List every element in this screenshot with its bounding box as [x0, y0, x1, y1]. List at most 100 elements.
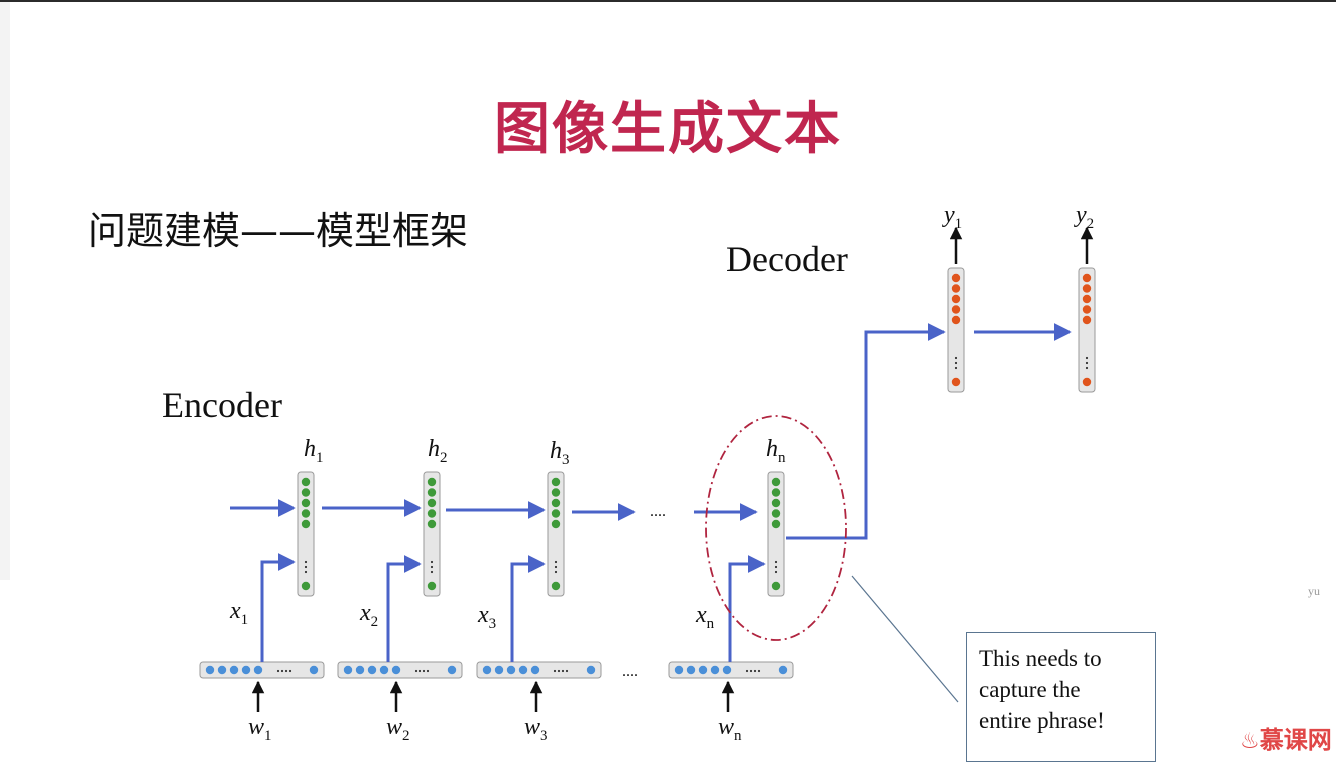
word-embedding-1-node [205, 665, 215, 675]
h2-label: h2 [428, 436, 448, 466]
encoder-hidden-state-3-node [551, 509, 561, 518]
encoder-label: Encoder [162, 385, 282, 425]
xn-label: xn [696, 602, 715, 632]
word-embedding-1-node [217, 665, 227, 675]
encoder-hidden-state-1-node [301, 477, 311, 487]
encoder-hidden-state-2-node [427, 488, 437, 497]
decoder-label: Decoder [726, 239, 848, 279]
encoder-hidden-state-4-node [771, 488, 781, 497]
hn-label: hn [766, 436, 786, 466]
word-embedding-1-ellipsis [288, 669, 292, 673]
word-embedding-1-node [309, 665, 319, 675]
word-embedding-4-node [722, 665, 732, 675]
slide-title: 图像生成文本 [494, 97, 842, 162]
top-border [0, 0, 1336, 2]
h3-label: h3 [550, 438, 570, 468]
x3-label: x3 [478, 602, 497, 632]
decoder-state-2-ellipsis [1085, 366, 1089, 370]
encoder-hidden-state-1-ellipsis [304, 560, 308, 564]
encoder-hidden-state-4-node [771, 498, 781, 508]
word-embedding-4-node [686, 665, 696, 675]
annotation-note: This needs to capture the entire phrase! [966, 632, 1156, 762]
encoder-hidden-state-4-node [771, 581, 781, 591]
watermark: yu [1308, 584, 1320, 598]
word-embedding-3-ellipsis [557, 669, 561, 673]
word-embedding-4-ellipsis [757, 669, 761, 673]
context-highlight-ellipse [705, 415, 847, 641]
word-embedding-2-node [355, 665, 365, 675]
encoder-hidden-state-2-node [427, 581, 437, 591]
word-vector-ellipsis: .... [622, 663, 638, 680]
encoder-hidden-state-3-node [551, 488, 561, 497]
h1-label: h1 [304, 436, 324, 466]
word-embedding-4-node [778, 665, 788, 675]
encoder-hidden-state-2-ellipsis [430, 570, 434, 574]
word-embedding-1-node [253, 665, 263, 675]
encoder-hidden-state-3-ellipsis [554, 570, 558, 574]
decoder-state-1-node [951, 315, 961, 325]
word-embedding-3-node [586, 665, 596, 675]
decoder-state-1-node [951, 284, 961, 293]
word-embedding-3-node [494, 665, 504, 675]
slide-subtitle: 问题建模——模型框架 [88, 209, 469, 253]
encoder-hidden-state-3-ellipsis [554, 565, 558, 569]
w2-label: w2 [386, 714, 410, 744]
word-embedding-2-ellipsis [422, 669, 426, 673]
word-embedding-3-node [482, 665, 492, 675]
encoder-hidden-state-1-node [301, 509, 311, 518]
encoder-hidden-state-4-ellipsis [774, 560, 778, 564]
x1-label: x1 [230, 598, 249, 628]
decoder-state-2-ellipsis [1085, 356, 1089, 360]
wn-label: wn [718, 714, 742, 744]
word-embedding-3-node [506, 665, 516, 675]
decoder-state-1-ellipsis [954, 366, 958, 370]
word-embedding-1-ellipsis [284, 669, 288, 673]
context-arrow [786, 323, 946, 540]
brand-logo: ♨慕课网 [1240, 726, 1332, 754]
word-embedding-4-node [674, 665, 684, 675]
encoder-hidden-state-1-node [301, 498, 311, 508]
encoder-hidden-state-4-ellipsis [774, 570, 778, 574]
note-pointer-line [851, 575, 959, 703]
decoder-state-1-node [951, 305, 961, 314]
encoder-hidden-state-1-node [301, 488, 311, 497]
word-embedding-4-node [710, 665, 720, 675]
word-embedding-2-ellipsis [414, 669, 418, 673]
decoder-state-2-node [1082, 305, 1092, 314]
word-embedding-3-node [530, 665, 540, 675]
encoder-hidden-state-3-node [551, 498, 561, 508]
encoder-hidden-state-3-node [551, 581, 561, 591]
word-embedding-2-ellipsis [426, 669, 430, 673]
encoder-hidden-state-1-node [301, 581, 311, 591]
decoder-state-2-node [1082, 377, 1092, 387]
y1-label: y1 [944, 202, 963, 232]
note-line-3: entire phrase! [979, 708, 1105, 733]
decoder-state-2-ellipsis [1085, 361, 1089, 365]
word-embedding-3-node [518, 665, 528, 675]
word-embedding-1-node [241, 665, 251, 675]
input-arrow-3 [510, 555, 546, 662]
left-strip [0, 2, 10, 580]
encoder-hidden-state-3-ellipsis [554, 560, 558, 564]
word-embedding-2-node [391, 665, 401, 675]
y2-label: y2 [1076, 202, 1095, 232]
encoder-hidden-state-2-node [427, 519, 437, 529]
encoder-hidden-state-2-node [427, 498, 437, 508]
decoder-state-1-node [951, 377, 961, 387]
encoder-hidden-state-4-node [771, 509, 781, 518]
encoder-hidden-state-1-node [301, 519, 311, 529]
word-embedding-3-ellipsis [553, 669, 557, 673]
note-line-2: capture the [979, 677, 1081, 702]
word-embedding-1-ellipsis [280, 669, 284, 673]
word-embedding-3-ellipsis [565, 669, 569, 673]
input-arrow-n [728, 555, 766, 662]
word-embedding-1-ellipsis [276, 669, 280, 673]
decoder-state-2-node [1082, 273, 1092, 283]
flame-icon: ♨ [1240, 729, 1260, 754]
word-embedding-3-ellipsis [561, 669, 565, 673]
encoder-hidden-state-2-ellipsis [430, 565, 434, 569]
word-embedding-4-ellipsis [745, 669, 749, 673]
word-embedding-2-node [379, 665, 389, 675]
decoder-state-1-ellipsis [954, 356, 958, 360]
input-arrow-2 [386, 555, 422, 662]
